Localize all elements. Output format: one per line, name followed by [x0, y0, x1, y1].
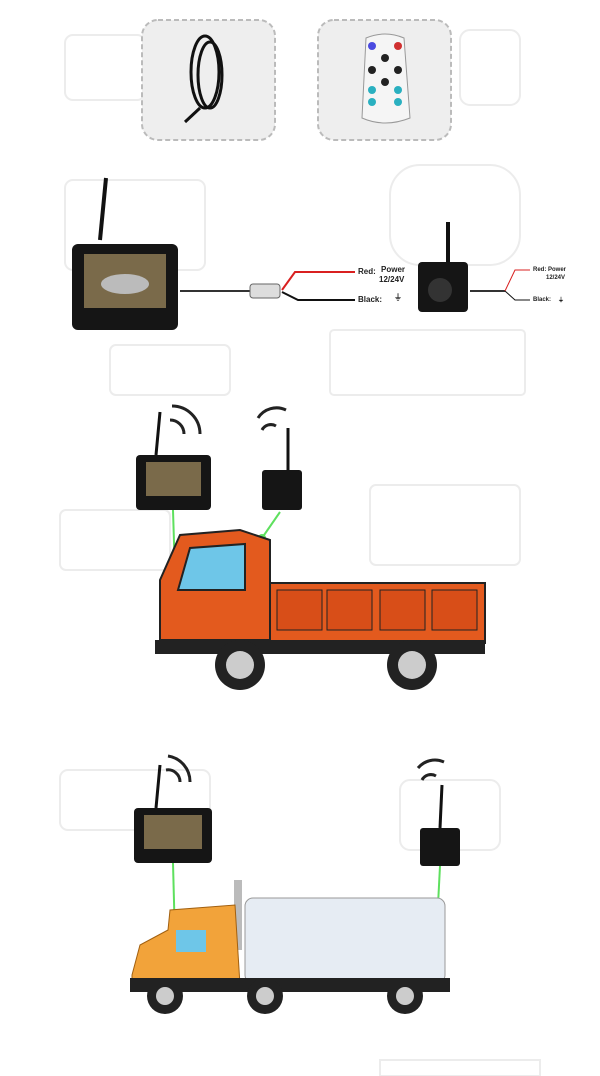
ground-icon: ⏚	[558, 298, 565, 304]
camera-voltage-label: 12/24V	[546, 275, 566, 281]
wifi-signal-icon	[416, 758, 445, 781]
red-wire-label: Red:	[358, 267, 376, 276]
box-truck-scene	[130, 754, 460, 1014]
voltage-label: 12/24V	[379, 275, 405, 284]
power-label: Power	[381, 265, 406, 274]
remote-control-accessory	[317, 19, 452, 141]
camera-red-wire-label: Red:	[533, 267, 547, 273]
camera-power-label: Power	[548, 267, 567, 273]
ground-icon: ⏚	[394, 293, 402, 302]
camera-black-wire-label: Black:	[533, 297, 552, 303]
monitor-wiring	[72, 177, 355, 330]
black-wire-label: Black:	[358, 295, 383, 304]
cable-accessory	[141, 19, 276, 141]
camera-wiring	[418, 222, 530, 312]
wifi-signal-icon	[169, 404, 202, 435]
wifi-signal-icon	[256, 406, 287, 431]
flatbed-truck-scene	[136, 404, 486, 690]
wifi-signal-icon	[165, 754, 192, 783]
